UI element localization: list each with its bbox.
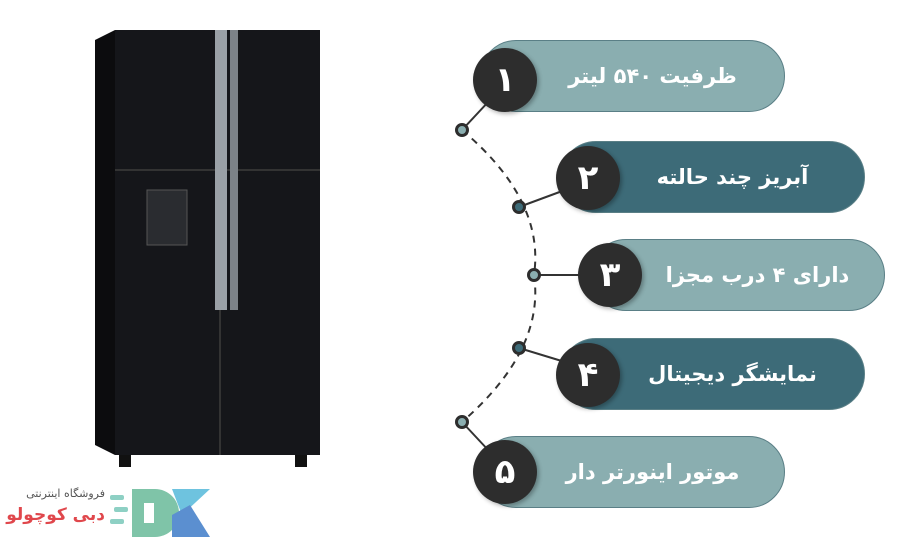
logo-name: دبی کوچولو [6, 505, 105, 525]
feature-number-4: ۴ [556, 343, 620, 407]
feature-number-5: ۵ [473, 440, 537, 504]
feature-pill-4: نمایشگر دیجیتال [560, 338, 865, 410]
feature-pill-1: ظرفیت ۵۴۰ لیتر [480, 40, 785, 112]
logo: فروشگاه اینترنتی دبی کوچولو [6, 485, 210, 540]
feature-label: آبریز چند حالته [656, 165, 809, 189]
connector-dot [455, 415, 469, 429]
connector-dot [527, 268, 541, 282]
connector-dot [455, 123, 469, 137]
feature-label: دارای ۴ درب مجزا [665, 263, 850, 287]
dk-logo-icon [110, 489, 210, 537]
logo-tagline: فروشگاه اینترنتی [26, 487, 105, 500]
feature-label: موتور اینورتر دار [565, 460, 740, 484]
feature-number-2: ۲ [556, 146, 620, 210]
feature-label: ظرفیت ۵۴۰ لیتر [568, 64, 737, 88]
connector-dot [512, 341, 526, 355]
feature-pill-2: آبریز چند حالته [560, 141, 865, 213]
refrigerator-image [95, 25, 325, 470]
feature-number-3: ۳ [578, 243, 642, 307]
feature-number-1: ۱ [473, 48, 537, 112]
connector-dot [512, 200, 526, 214]
feature-label: نمایشگر دیجیتال [648, 362, 817, 386]
